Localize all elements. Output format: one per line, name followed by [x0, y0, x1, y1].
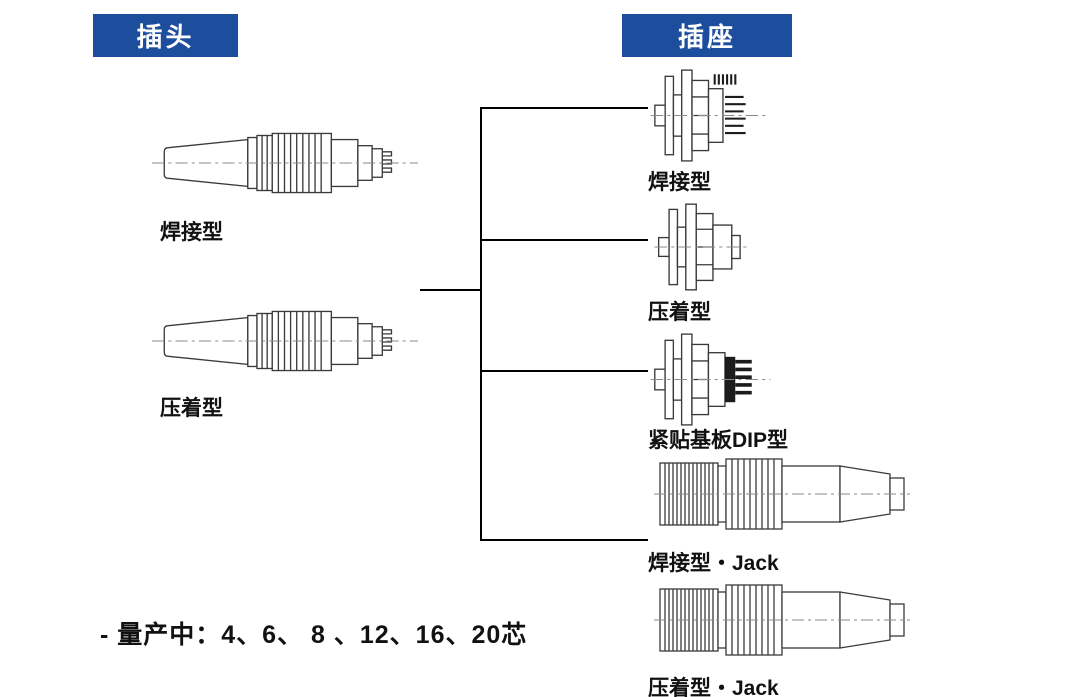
- tree-branch-3: [480, 370, 648, 372]
- socket-header-label: 插座: [677, 22, 736, 52]
- socket-header: 插座: [622, 14, 792, 57]
- tree-branch-2: [480, 239, 648, 241]
- plug-item-label: 压着型: [160, 397, 223, 420]
- production-note: - 量产中：4、6、 8 、12、16、20芯: [100, 621, 528, 649]
- socket-dip-drawing-icon: [650, 333, 771, 426]
- socket-crimp-drawing-icon: [654, 203, 750, 291]
- tree-branch-4: [480, 539, 648, 541]
- socket-item-label: 压着型: [648, 301, 711, 324]
- plug-item-label: 焊接型: [160, 221, 223, 244]
- socket-solder-drawing-icon: [650, 69, 766, 162]
- plug-solder-drawing-icon: [152, 132, 418, 194]
- tree-stem-line: [420, 289, 480, 291]
- socket-item-label: 压着型・Jack: [648, 677, 779, 697]
- socket-item-label: 紧贴基板DIP型: [648, 429, 789, 452]
- tree-branch-1: [480, 107, 648, 109]
- tree-vertical-line: [480, 107, 482, 541]
- plug-header: 插头: [93, 14, 238, 57]
- jack-solder-drawing-icon: [654, 458, 910, 530]
- socket-item-label: 焊接型: [648, 171, 711, 194]
- plug-crimp-drawing-icon: [152, 310, 418, 372]
- plug-header-label: 插头: [136, 22, 195, 52]
- jack-crimp-drawing-icon: [654, 584, 910, 656]
- socket-item-label: 焊接型・Jack: [648, 552, 779, 575]
